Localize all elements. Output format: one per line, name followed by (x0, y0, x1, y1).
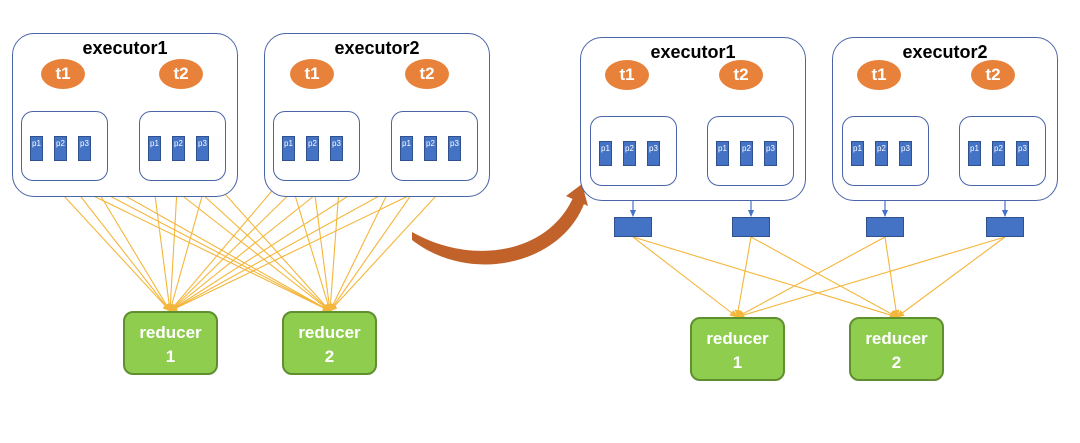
partition-p3: p3 (647, 141, 660, 166)
task-t1: t1 (857, 60, 901, 90)
executor-title: executor2 (334, 38, 420, 58)
executor-title: executor1 (650, 42, 736, 62)
left-reducer-2: reducer 2 (282, 311, 377, 375)
task-t1: t1 (605, 60, 649, 90)
shuffle-edge (327, 174, 341, 312)
partition-group-1: p1 p2 p3 (21, 111, 108, 181)
partition-group-2: p1 p2 p3 (707, 116, 794, 186)
partition-group-2: p1 p2 p3 (391, 111, 478, 181)
task-t2: t2 (159, 59, 203, 89)
merged-shuffle-edge (736, 236, 1006, 319)
merged-output-block (866, 217, 904, 237)
transition-arrow (412, 188, 584, 265)
partition-p3: p3 (78, 136, 91, 161)
shuffle-edge (168, 174, 209, 312)
right-reducer-1: reducer 1 (690, 317, 785, 381)
task-t2: t2 (719, 60, 763, 90)
partition-p1: p1 (968, 141, 981, 166)
task-t1: t1 (41, 59, 85, 89)
partition-group-1: p1 p2 p3 (273, 111, 360, 181)
shuffle-edge (207, 174, 331, 312)
right-reducer-2: reducer 2 (849, 317, 944, 381)
merged-shuffle-edge (632, 236, 898, 319)
partition-p1: p1 (716, 141, 729, 166)
partition-p1: p1 (851, 141, 864, 166)
partition-p1: p1 (282, 136, 295, 161)
partition-p2: p2 (740, 141, 753, 166)
task-t1: t1 (290, 59, 334, 89)
shuffle-edge (169, 171, 289, 312)
partition-p1: p1 (148, 136, 161, 161)
shuffle-edge (87, 174, 171, 312)
merged-shuffle-edge (734, 236, 752, 318)
partition-p2: p2 (306, 136, 319, 161)
partition-group-2: p1 p2 p3 (139, 111, 226, 181)
left-executor1-box: executor1 t1 t2 p1 p2 p3 p1 p2 p3 (12, 33, 238, 197)
shuffle-edge (169, 174, 341, 312)
merged-output-block (614, 217, 652, 237)
partition-p2: p2 (623, 141, 636, 166)
partition-p2: p2 (54, 136, 67, 161)
task-t2: t2 (971, 60, 1015, 90)
partition-p2: p2 (992, 141, 1005, 166)
partition-p3: p3 (330, 136, 343, 161)
shuffle-edge (87, 174, 331, 312)
merged-shuffle-edge (884, 236, 900, 318)
merged-shuffle-edge (632, 236, 738, 318)
merged-output-block (986, 217, 1024, 237)
merged-shuffle-edge (736, 236, 886, 318)
executor-title: executor1 (82, 38, 168, 58)
partition-p3: p3 (1016, 141, 1029, 166)
partition-group-1: p1 p2 p3 (842, 116, 929, 186)
partition-p1: p1 (599, 141, 612, 166)
right-executor2-box: executor2 t1 t2 p1 p2 p3 p1 p2 p3 (832, 37, 1058, 201)
partition-p1: p1 (400, 136, 413, 161)
left-executor2-box: executor2 t1 t2 p1 p2 p3 p1 p2 p3 (264, 33, 490, 197)
partition-p3: p3 (196, 136, 209, 161)
partition-p3: p3 (764, 141, 777, 166)
partition-p2: p2 (424, 136, 437, 161)
partition-p3: p3 (899, 141, 912, 166)
partition-p2: p2 (172, 136, 185, 161)
partition-p2: p2 (875, 141, 888, 166)
merged-shuffle-edge (896, 236, 1006, 318)
right-executor1-box: executor1 t1 t2 p1 p2 p3 p1 p2 p3 (580, 37, 806, 201)
partition-p3: p3 (448, 136, 461, 161)
merged-shuffle-edge (750, 236, 898, 318)
partition-p1: p1 (30, 136, 43, 161)
partition-group-1: p1 p2 p3 (590, 116, 677, 186)
task-t2: t2 (405, 59, 449, 89)
merged-output-block (732, 217, 770, 237)
partition-group-2: p1 p2 p3 (959, 116, 1046, 186)
executor-title: executor2 (902, 42, 988, 62)
left-reducer-1: reducer 1 (123, 311, 218, 375)
